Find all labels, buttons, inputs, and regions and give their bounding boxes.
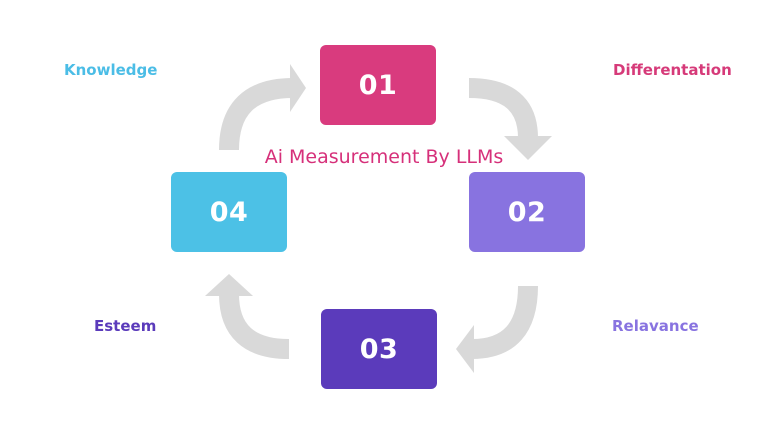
arrow-03-to-04-stroke [219,293,290,359]
label-differentation: Differentation [613,61,732,79]
label-esteem: Esteem [94,317,157,335]
label-relavance: Relavance [612,317,699,335]
diagram-title: Ai Measurement By LLMs [264,146,504,168]
arrow-01-to-02-head [504,136,552,160]
arrow-03-to-04-head [205,274,253,296]
arrow-03-to-04 [205,274,290,359]
arrow-04-to-01-head [290,64,306,112]
arrow-02-to-03-stroke [471,285,538,359]
arrow-01-to-02-stroke [468,78,538,139]
step-03-number: 03 [359,333,399,365]
step-01-number: 01 [358,69,398,101]
arrow-04-to-01 [219,64,306,151]
arrow-02-to-03 [456,285,538,373]
step-02-box: 02 [469,172,585,252]
step-04-number: 04 [209,196,249,228]
arrow-04-to-01-stroke [219,78,294,151]
step-03-box: 03 [321,309,437,389]
arrow-01-to-02 [468,78,552,160]
step-04-box: 04 [171,172,287,252]
label-knowledge: Knowledge [64,61,158,79]
step-02-number: 02 [507,196,547,228]
arrow-02-to-03-head [456,325,474,373]
step-01-box: 01 [320,45,436,125]
